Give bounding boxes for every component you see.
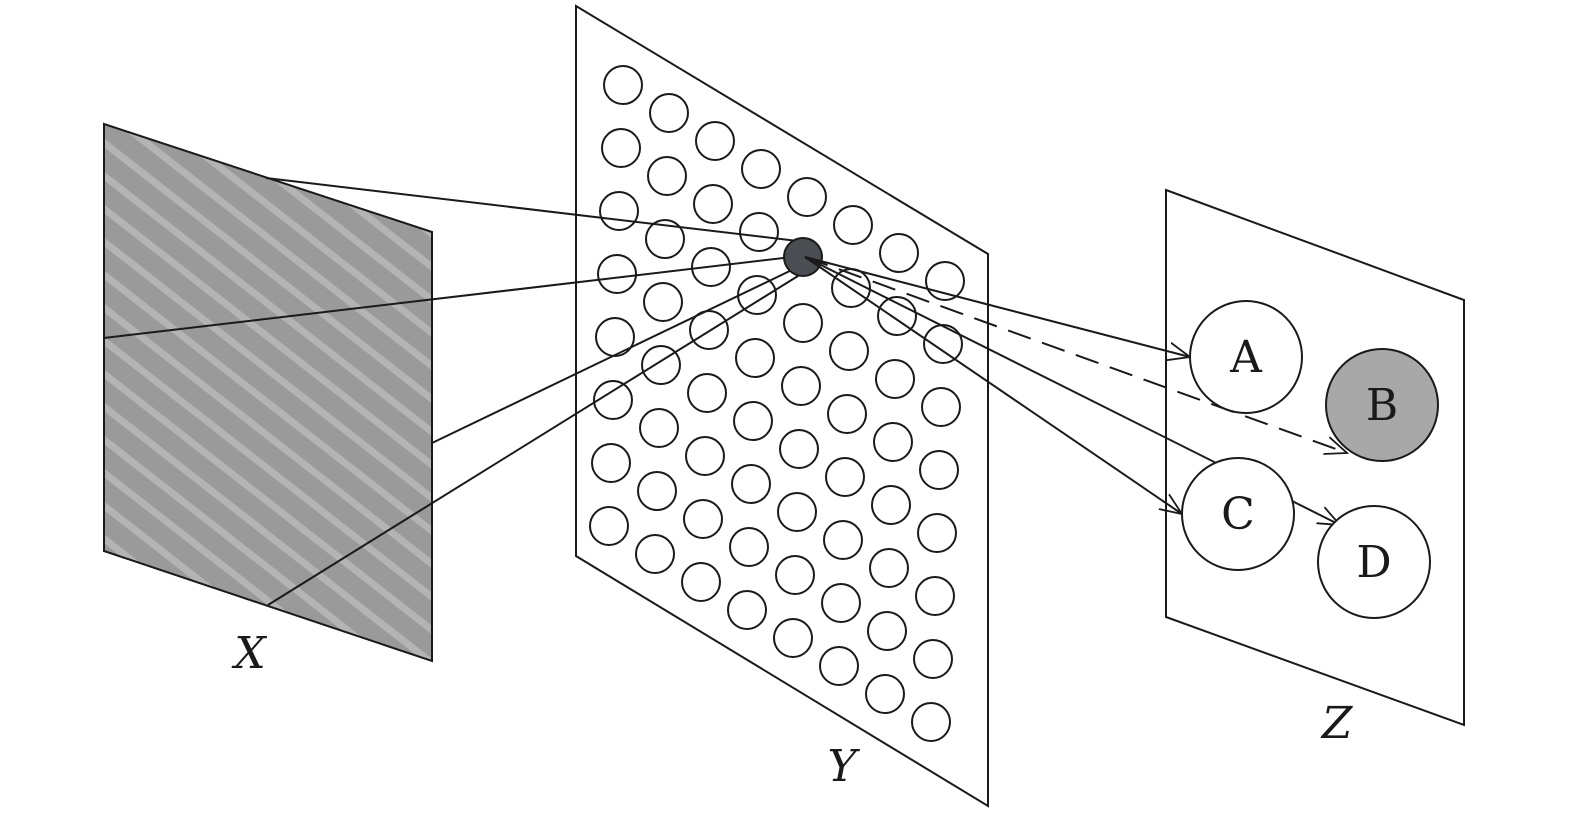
hidden-unit [787,177,827,217]
hidden-unit [637,471,677,511]
plane-y-label: Y [827,741,860,792]
hidden-unit [589,506,629,546]
output-node-c-circle [1181,457,1295,571]
hidden-unit [681,562,721,602]
receptive-line-right [431,267,797,444]
receptive-field-lines [103,177,807,606]
hidden-unit [879,233,919,273]
hidden-unit [635,534,675,574]
hidden-unit [695,121,735,161]
hidden-unit [601,128,641,168]
hidden-unit [829,331,869,371]
hidden-unit [867,611,907,651]
output-node-c: C [1181,457,1295,571]
plane-z-label: Z [1320,698,1354,749]
hidden-unit [913,639,953,679]
hidden-unit [729,527,769,567]
hidden-unit [741,149,781,189]
hidden-unit [733,401,773,441]
hidden-unit [727,590,767,630]
receptive-line-top [265,177,807,243]
hidden-unit [911,702,951,742]
plane-y: Y [575,4,989,808]
output-node-a-label: A [1229,332,1263,383]
output-node-b-label: B [1366,380,1398,431]
hidden-unit [693,184,733,224]
hidden-unit [779,429,819,469]
hidden-unit [921,387,961,427]
hidden-unit [737,275,777,315]
plane-z-surface [1165,188,1465,727]
hidden-unit [683,499,723,539]
hidden-unit [919,450,959,490]
hidden-unit [777,492,817,532]
receptive-line-bottom [267,270,807,606]
plane-x-label: X [231,628,267,679]
hidden-unit [869,548,909,588]
hidden-unit [821,583,861,623]
hidden-unit [865,674,905,714]
hidden-unit [687,373,727,413]
hidden-unit [593,380,633,420]
hidden-unit [825,457,865,497]
hidden-unit [599,191,639,231]
hidden-unit [685,436,725,476]
hidden-unit [595,317,635,357]
hidden-unit [873,422,913,462]
hidden-unit [823,520,863,560]
plane-x: X [103,122,433,679]
hidden-unit [827,394,867,434]
hidden-unit [781,366,821,406]
plane-y-units [589,65,965,742]
hidden-unit [871,485,911,525]
hidden-unit [731,464,771,504]
output-node-a-circle [1189,300,1303,414]
output-node-b-circle [1325,348,1439,462]
connection-to-a [804,256,1190,357]
active-hidden-unit [783,237,823,277]
plane-x-surface [103,122,433,663]
hidden-unit [639,408,679,448]
hidden-unit [875,359,915,399]
hidden-unit [783,303,823,343]
hidden-unit [775,555,815,595]
hidden-unit [645,219,685,259]
hidden-unit [917,513,957,553]
hidden-unit [773,618,813,658]
output-node-b: B [1325,348,1439,462]
connection-to-b [804,256,1347,453]
receptive-line-left [103,256,793,339]
output-node-d-label: D [1356,537,1391,588]
hidden-unit [915,576,955,616]
hidden-unit [735,338,775,378]
hidden-unit [649,93,689,133]
hidden-unit [591,443,631,483]
hidden-unit [597,254,637,294]
hidden-unit [643,282,683,322]
hidden-unit [833,205,873,245]
hidden-unit [689,310,729,350]
output-nodes: A B C D [1181,300,1439,619]
hidden-unit [739,212,779,252]
output-node-c-label: C [1221,489,1255,540]
output-node-a: A [1189,300,1303,414]
hidden-unit [819,646,859,686]
connection-to-c [804,256,1182,514]
hidden-unit [923,324,963,364]
output-node-d-circle [1317,505,1431,619]
hidden-unit [603,65,643,105]
output-node-d: D [1317,505,1431,619]
hidden-unit [647,156,687,196]
